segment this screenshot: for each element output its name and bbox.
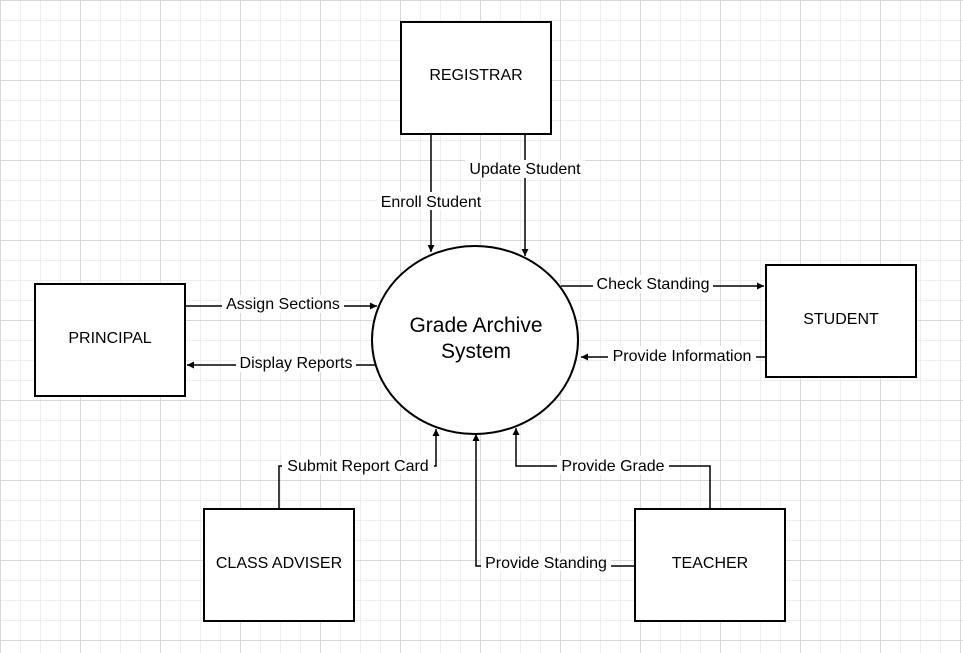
flow-provide-standing[interactable]: Provide Standing: [472, 434, 635, 572]
process-label-line1: Grade Archive: [409, 314, 542, 337]
entity-class-adviser[interactable]: CLASS ADVISER: [203, 508, 355, 622]
entity-principal-label: PRINCIPAL: [68, 330, 151, 347]
flow-assign-sections[interactable]: Assign Sections: [185, 295, 377, 313]
entity-teacher[interactable]: TEACHER: [634, 508, 786, 622]
process-label-line2: System: [441, 340, 511, 363]
process-grade-archive-system[interactable]: Grade Archive System: [371, 245, 579, 435]
entity-teacher-label: TEACHER: [672, 555, 748, 572]
flow-check-standing-label: Check Standing: [597, 276, 710, 293]
flow-submit-report-card-label: Submit Report Card: [287, 458, 428, 475]
flow-update-student-label: Update Student: [469, 161, 581, 178]
flow-update-student[interactable]: Update Student: [465, 134, 585, 256]
entity-principal[interactable]: PRINCIPAL: [34, 283, 186, 397]
flow-provide-information[interactable]: Provide Information: [581, 346, 766, 365]
flow-enroll-student-label: Enroll Student: [381, 194, 482, 211]
entity-student-label: STUDENT: [803, 311, 879, 328]
flow-assign-sections-label: Assign Sections: [226, 296, 340, 313]
entity-student[interactable]: STUDENT: [765, 264, 917, 378]
flow-enroll-student[interactable]: Enroll Student: [377, 134, 485, 252]
entity-registrar[interactable]: REGISTRAR: [400, 21, 552, 135]
flow-provide-grade-label: Provide Grade: [561, 458, 664, 475]
flow-provide-grade[interactable]: Provide Grade: [512, 428, 711, 509]
flow-check-standing[interactable]: Check Standing: [561, 275, 764, 293]
flow-submit-report-card[interactable]: Submit Report Card: [278, 429, 440, 509]
flow-display-reports[interactable]: Display Reports: [187, 354, 375, 372]
entity-registrar-label: REGISTRAR: [429, 67, 522, 84]
flow-provide-information-label: Provide Information: [613, 348, 752, 365]
flow-provide-standing-label: Provide Standing: [485, 555, 607, 572]
flow-display-reports-label: Display Reports: [240, 355, 353, 372]
entity-class-adviser-label: CLASS ADVISER: [216, 555, 342, 572]
